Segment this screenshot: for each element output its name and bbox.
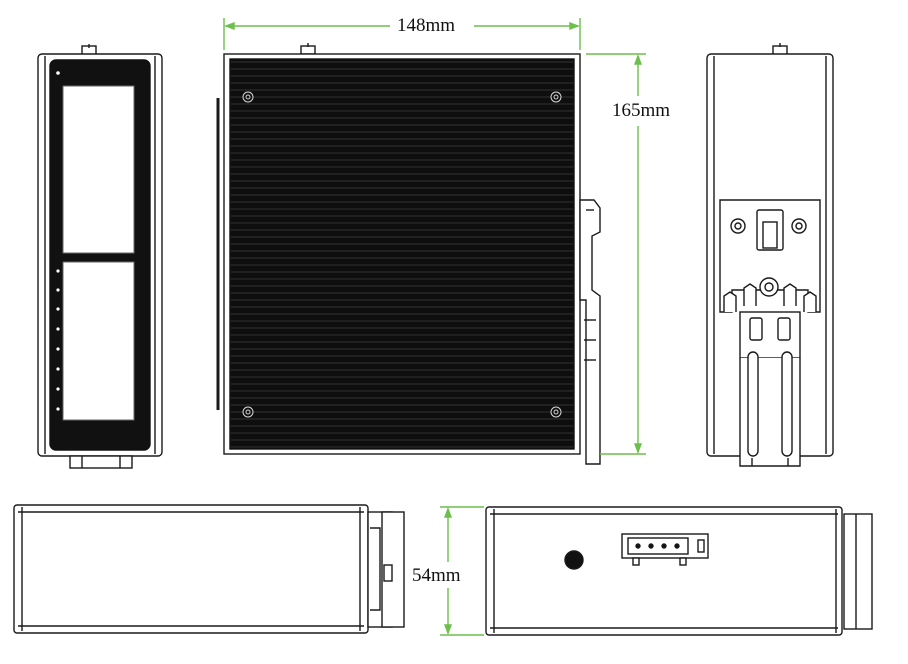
- mounting-screws: [242, 91, 562, 418]
- led-indicators: [56, 71, 60, 411]
- side-view: [216, 43, 601, 465]
- din-rail-clip: [719, 199, 821, 467]
- front-bottom-connector: [69, 455, 133, 469]
- front-window-bottom: [62, 261, 135, 421]
- clip-screw-right: [791, 218, 807, 234]
- dimension-lines: [223, 18, 646, 636]
- clip-screw-center: [759, 277, 779, 297]
- terminal-block: [621, 533, 709, 566]
- clip-screw-left: [730, 218, 746, 234]
- front-window-top: [62, 85, 135, 254]
- width-dimension-label: 148mm: [397, 15, 456, 36]
- heatsink: [229, 58, 575, 450]
- height-dimension-label: 165mm: [612, 100, 671, 121]
- ground-stud: [564, 550, 584, 570]
- rear-view: [706, 43, 834, 467]
- front-view: [37, 44, 163, 469]
- depth-dimension-label: 54mm: [412, 565, 461, 586]
- din-rail-clip-side: [579, 199, 601, 465]
- bottom-view-left: [13, 504, 405, 634]
- bottom-view-right: [485, 506, 873, 636]
